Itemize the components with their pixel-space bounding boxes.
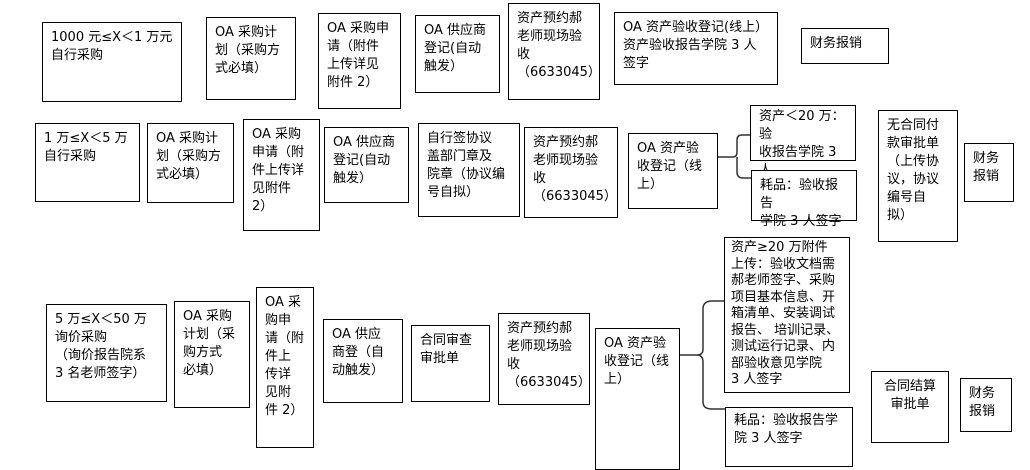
r3-contract-review-box: 合同审查 审批单 xyxy=(411,325,490,402)
r1-oa-purchase-request-box: OA 采购申 请（附件 上传详见 附件 2） xyxy=(318,13,401,109)
r2-self-sign-agreement-box: 自行签协议 盖部门章及 院章（协议编 号自拟） xyxy=(418,123,520,217)
r3-consumables-box: 耗品：验收报告学 院 3 人签字 xyxy=(725,407,853,467)
r3-branch-bracket xyxy=(680,300,725,410)
r3-oa-supplier-register-box: OA 供应 商登（自 动触发） xyxy=(323,319,403,403)
r2-branch-bracket xyxy=(718,134,751,179)
r2-asset-under-20w-box: 资产＜20 万：验 收报告学院 3 人 签字 xyxy=(750,105,856,196)
r1-amount-range-box: 1000 元≤X＜1 万元 自行采购 xyxy=(42,22,182,102)
r3-oa-purchase-plan-box: OA 采购 计划（采 购方式 必填） xyxy=(174,301,250,408)
r1-oa-asset-acceptance-box: OA 资产验收登记(线上） 资产验收报告学院 3 人 签字 xyxy=(614,12,778,85)
r2-amount-range-box: 1 万≤X＜5 万 自行采购 xyxy=(35,123,140,202)
r2-no-contract-payment-box: 无合同付 款审批单 （上传协 议，协议 编号自 拟） xyxy=(878,110,958,242)
r2-oa-purchase-request-box: OA 采购 申请（附 件上传详 见附件 2） xyxy=(243,119,320,231)
r1-oa-supplier-register-box: OA 供应商 登记(自动 触发） xyxy=(415,15,500,93)
r2-oa-purchase-plan-box: OA 采购计 划（采购方 式必填） xyxy=(147,123,234,203)
r1-asset-onsite-acceptance-box: 资产预约郝 老师现场验 收 （6633045） xyxy=(508,3,601,100)
r2-asset-onsite-acceptance-box: 资产预约郝 老师现场验 收 （6633045） xyxy=(524,127,618,218)
r3-oa-purchase-request-box: OA 采 购申 请（附 件上 传详 见附 件 2） xyxy=(256,287,314,448)
r3-oa-asset-acceptance-box: OA 资产验 收登记（线 上） xyxy=(595,328,680,470)
r3-finance-reimbursement-box: 财务 报销 xyxy=(960,378,1012,432)
r3-asset-onsite-acceptance-box: 资产预约郝 老师现场验 收 （6633045） xyxy=(498,313,591,405)
r2-finance-reimbursement-box: 财务 报销 xyxy=(964,143,1014,202)
r2-oa-supplier-register-box: OA 供应商 登记(自动 触发） xyxy=(324,127,409,203)
r3-asset-20w-plus-box: 资产≥20 万附件 上传：验收文档需 郝老师签字、采购 项目基本信息、开 箱清单… xyxy=(724,237,850,393)
r1-finance-reimbursement-box: 财务报销 xyxy=(801,28,889,64)
r3-amount-range-box: 5 万≤X＜50 万 询价采购 （询价报告院系 3 名老师签字） xyxy=(46,304,167,402)
r2-oa-asset-acceptance-box: OA 资产验 收登记（线 上） xyxy=(628,133,718,209)
r1-oa-purchase-plan-box: OA 采购计 划（采购方 式必填） xyxy=(206,17,296,100)
r2-consumables-box: 耗品：验收报告 学院 3 人签字 xyxy=(751,170,857,229)
r3-contract-settlement-box: 合同结算 审批单 xyxy=(871,371,949,443)
